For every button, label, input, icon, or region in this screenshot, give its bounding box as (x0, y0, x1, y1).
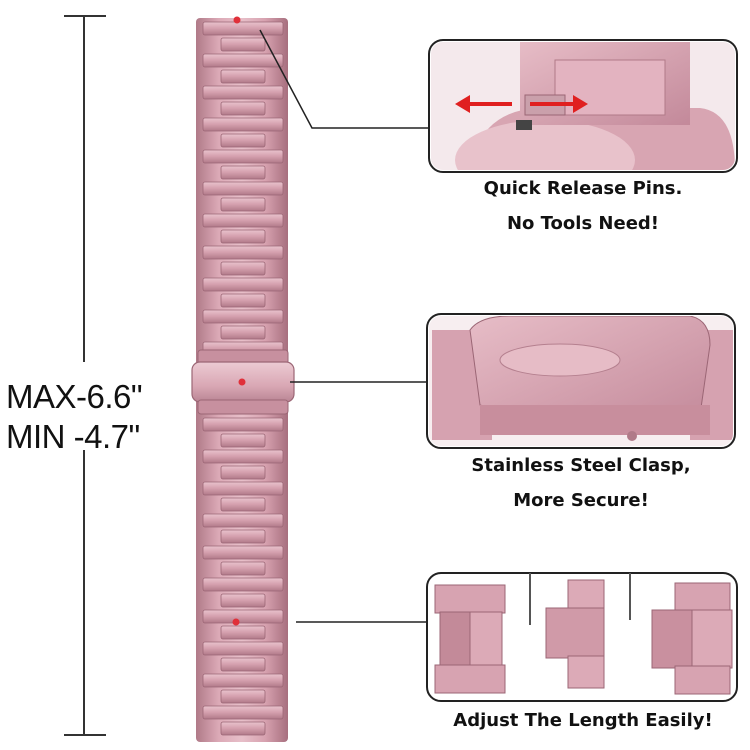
pin-leader-line (259, 29, 430, 129)
band-link (220, 497, 266, 512)
band-link (202, 417, 284, 432)
band-links (202, 21, 284, 736)
band-link (202, 53, 284, 68)
band-link (202, 149, 284, 164)
band-link (220, 529, 266, 544)
band-link (220, 657, 266, 672)
band-link (202, 705, 284, 720)
clasp-caption-line2: More Secure! (513, 490, 649, 511)
link-piece-left (434, 584, 506, 694)
max-length-label: MAX-6.6" (6, 380, 196, 413)
link-marker-dot (232, 618, 240, 626)
max-label-text: MAX- (6, 378, 87, 415)
min-value-text: 4.7" (84, 418, 140, 455)
band-link (202, 481, 284, 496)
band-link (202, 245, 284, 260)
band-link (220, 133, 266, 148)
min-length-label: MIN -4.7" (6, 420, 196, 453)
band-link (202, 513, 284, 528)
band-link (220, 433, 266, 448)
clasp-inset (426, 313, 736, 449)
band-link (220, 69, 266, 84)
link-piece-right (651, 582, 733, 695)
band-link (220, 229, 266, 244)
band-link (220, 293, 266, 308)
band-link (220, 101, 266, 116)
band-link (202, 449, 284, 464)
pin-release-arrows (455, 95, 588, 113)
band-link (220, 197, 266, 212)
clasp-caption-line1: Stainless Steel Clasp, (471, 455, 691, 476)
band-link (220, 37, 266, 52)
band-link (220, 561, 266, 576)
quick-release-pin-inset (428, 39, 738, 173)
band-link (202, 117, 284, 132)
band-link (202, 309, 284, 324)
link-piece-middle (545, 579, 605, 689)
min-label-text: MIN - (6, 418, 85, 455)
band-link (220, 325, 266, 340)
band-link (202, 213, 284, 228)
quick-release-caption-line1: Quick Release Pins. (483, 178, 683, 199)
band-link (220, 689, 266, 704)
clasp-marker-dot (238, 378, 246, 386)
band-link (202, 85, 284, 100)
band-link (202, 641, 284, 656)
band-link (220, 165, 266, 180)
band-link (220, 593, 266, 608)
link-adjust-inset (426, 572, 738, 702)
band-link (202, 673, 284, 688)
adjust-caption: Adjust The Length Easily! (453, 710, 713, 731)
band-link (202, 21, 284, 36)
band-link (202, 545, 284, 560)
band-link (220, 625, 266, 640)
band-link (202, 277, 284, 292)
pin-marker-dot (233, 16, 241, 24)
band-link (202, 609, 284, 624)
band-link (202, 577, 284, 592)
band-link (220, 465, 266, 480)
max-value-text: 6.6" (86, 378, 143, 415)
band-link (202, 181, 284, 196)
quick-release-caption-line2: No Tools Need! (506, 213, 660, 234)
length-measure-bracket (64, 15, 106, 736)
band-link (220, 721, 266, 736)
band-link (220, 261, 266, 276)
